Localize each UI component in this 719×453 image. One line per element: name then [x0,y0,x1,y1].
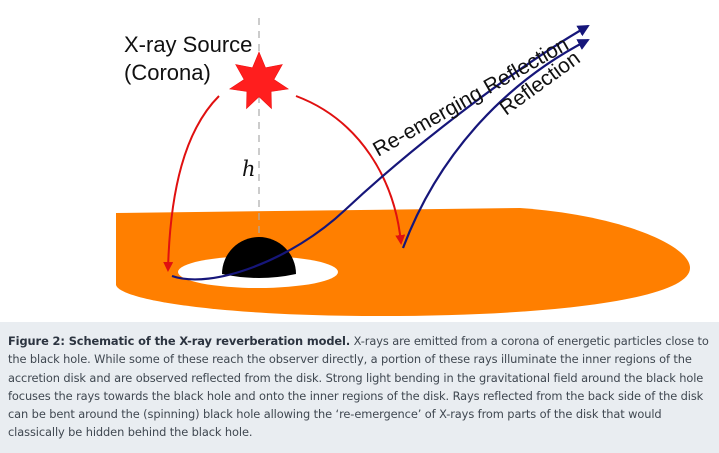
reemerging-reflection-arrow [171,25,590,281]
corona-star-icon [228,51,290,110]
source-label-line2: (Corona) [124,60,211,85]
accretion-disk [116,208,690,316]
reverberation-schematic: X-ray Source (Corona) h Re-emerging Refl… [116,18,690,316]
height-label: h [242,157,256,181]
black-hole [222,237,296,278]
reflection-arrow [401,39,590,249]
source-label-line1: X-ray Source [124,32,252,57]
emission-arrow-left [163,95,220,272]
caption-title: Figure 2: Schematic of the X-ray reverbe… [8,334,351,348]
caption-box: Figure 2: Schematic of the X-ray reverbe… [0,322,719,453]
emission-arrow-right [295,95,406,245]
reemerging-reflection-label: Re-emerging Reflection [369,33,572,162]
caption-text: X-rays are emitted from a corona of ener… [8,334,709,440]
figure-caption: Figure 2: Schematic of the X-ray reverbe… [8,332,711,442]
